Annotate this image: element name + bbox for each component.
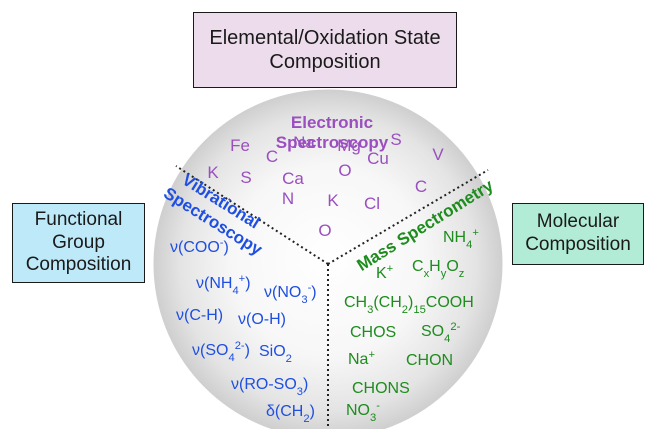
box-line: Composition <box>25 254 132 276</box>
molecular-label: K+ <box>376 263 393 282</box>
element-label: K <box>327 191 339 210</box>
functional-group-label: ν(C-H) <box>176 307 223 324</box>
electronic-title: Electronic <box>291 113 373 132</box>
divider-right <box>327 169 489 265</box>
functional-group-label: ν(RO-SO3) <box>231 376 308 398</box>
molecular-label: CxHyOz <box>412 258 465 280</box>
box-line: Composition <box>525 234 631 255</box>
functional-group-label: δ(CH2) <box>266 403 315 425</box>
molecular-label: CHONS <box>352 380 410 397</box>
box-line: Elemental/Oxidation State <box>209 27 441 49</box>
box-line: Composition <box>269 51 381 73</box>
molecular-label: CHOS <box>350 324 396 341</box>
elemental-composition-box: Elemental/Oxidation State Composition <box>193 12 457 88</box>
functional-group-label: ν(SO42-) <box>192 340 250 364</box>
element-label: C <box>266 147 278 166</box>
functional-group-label: ν(O-H) <box>238 311 286 328</box>
element-label: N <box>282 189 294 208</box>
molecular-label: NO3- <box>346 400 380 424</box>
sphere <box>153 89 503 434</box>
molecular-label: Na+ <box>348 349 375 368</box>
element-label: S <box>240 168 251 187</box>
electronic-title: Spectroscopy <box>276 133 389 152</box>
functional-group-box: Functional Group Composition <box>12 203 145 283</box>
molecular-composition-box: Molecular Composition <box>512 203 644 265</box>
molecular-label: NH4+ <box>443 227 479 251</box>
element-label: Cl <box>364 194 380 213</box>
element-label: K <box>207 163 219 182</box>
element-label: Na <box>293 133 315 152</box>
element-label: V <box>432 145 444 164</box>
box-line: Molecular <box>536 211 620 233</box>
molecular-label: SO42- <box>421 321 461 345</box>
element-label: Ca <box>282 169 304 188</box>
molecular-label: CH3(CH2)15COOH <box>344 294 474 316</box>
element-label: O <box>318 221 331 240</box>
divider-left <box>175 165 329 265</box>
element-label: O <box>338 161 351 180</box>
box-line: Group <box>52 231 105 253</box>
functional-group-label: ν(COO-) <box>170 237 229 256</box>
box-line: Functional <box>34 208 123 230</box>
functional-group-label: ν(NO3-) <box>264 282 317 306</box>
functional-group-label: SiO2 <box>259 343 292 365</box>
element-label: S <box>390 130 401 149</box>
molecular-label: CHON <box>406 352 453 369</box>
element-label: C <box>415 177 427 196</box>
element-label: Mg <box>337 136 361 155</box>
functional-group-label: ν(NH4+) <box>196 273 251 297</box>
element-label: Cu <box>367 149 389 168</box>
element-label: Fe <box>230 136 250 155</box>
